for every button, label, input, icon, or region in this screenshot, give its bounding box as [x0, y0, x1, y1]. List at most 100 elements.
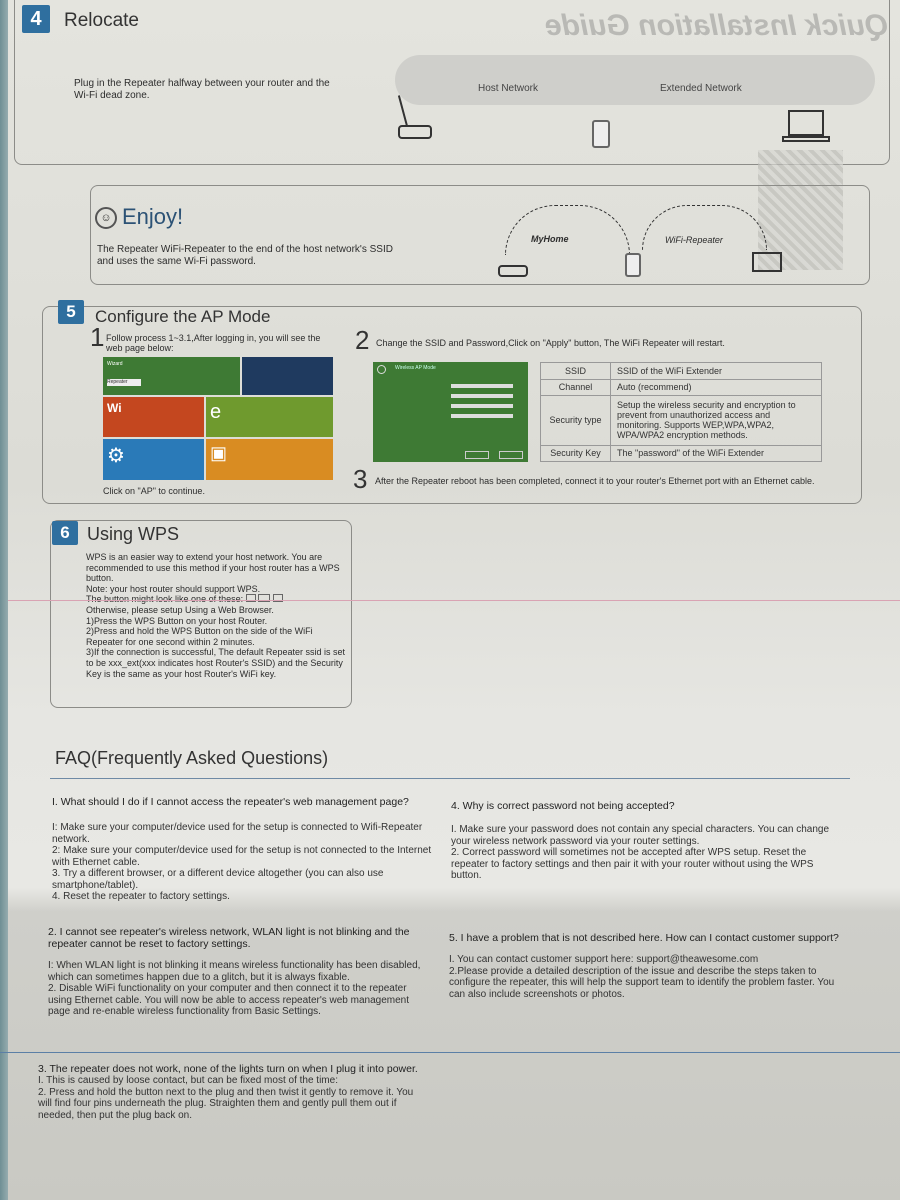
faq-answer: I. You can contact customer support here…: [449, 954, 759, 965]
faq-item: I. What should I do if I cannot access t…: [52, 796, 437, 903]
screen-title: Wireless AP Mode: [395, 365, 436, 371]
faq-divider: [0, 1052, 900, 1053]
router-icon: [498, 265, 528, 277]
wps-button-icon: [245, 594, 256, 603]
wps-line: 1)Press the WPS Button on your host Rout…: [86, 615, 268, 626]
step1-text: Follow process 1~3.1,After logging in, y…: [106, 333, 321, 353]
faq-item: 3. The repeater does not work, none of t…: [38, 1063, 428, 1121]
apply-button[interactable]: [465, 451, 489, 459]
table-cell: Auto (recommend): [610, 378, 822, 396]
faq-answer: 2. Disable WiFi functionality on your co…: [48, 983, 410, 1017]
fold-crease: [8, 600, 900, 601]
step-number: 3: [353, 464, 368, 494]
step-number: 2: [355, 325, 370, 355]
extended-network-label: Extended Network: [660, 83, 742, 94]
faq-answer: 4. Reset the repeater to factory setting…: [52, 891, 230, 902]
wps-line: Note: your host router should support WP…: [86, 583, 261, 594]
laptop-icon: [752, 252, 782, 272]
section-title: Using WPS: [87, 524, 180, 544]
wps-line: 2)Press and hold the WPS Button on the s…: [86, 626, 313, 647]
repeater-icon: [625, 253, 641, 277]
table-cell: Security type: [540, 395, 611, 446]
faq-answer: I: When WLAN light is not blinking it me…: [48, 960, 421, 983]
channel-select[interactable]: [451, 394, 513, 398]
faq-item: 4. Why is correct password not being acc…: [451, 800, 846, 882]
table-cell: Security Key: [540, 444, 611, 462]
faq-answer: I: Make sure your computer/device used f…: [52, 822, 423, 845]
ssid-input[interactable]: [451, 384, 513, 388]
faq-answer: 3. Try a different browser, or a differe…: [52, 868, 384, 891]
show-through-title: Quick Installation Guide: [544, 9, 888, 42]
table-cell: Setup the wireless security and encrypti…: [610, 395, 822, 446]
back-icon[interactable]: [377, 365, 386, 374]
laptop-base: [782, 136, 830, 142]
faq-question: 4. Why is correct password not being acc…: [451, 800, 675, 812]
enjoy-section: [90, 185, 870, 285]
faq-answer: 2. Press and hold the button next to the…: [38, 1086, 414, 1121]
network-cloud: [395, 55, 875, 105]
faq-question: I. What should I do if I cannot access t…: [52, 796, 409, 808]
wps-line: 3)If the connection is successful, The d…: [86, 647, 345, 679]
relocate-text: Plug in the Repeater halfway between you…: [74, 78, 330, 101]
wps-section: [50, 520, 352, 708]
background-fabric: [0, 0, 10, 1200]
enjoy-text: The Repeater WiFi-Repeater to the end of…: [97, 244, 393, 267]
faq-item: 2. I cannot see repeater's wireless netw…: [48, 926, 428, 1018]
network-tile[interactable]: e: [206, 397, 333, 437]
ap-mode-section: [42, 306, 862, 504]
wps-line: Otherwise, please setup Using a Web Brow…: [86, 604, 274, 615]
faq-answer: I. This is caused by loose contact, but …: [38, 1075, 338, 1086]
router-icon: [398, 125, 432, 139]
relocate-section: [14, 0, 890, 165]
management-tile[interactable]: ⚙: [103, 439, 204, 480]
faq-answer: I. Make sure your password does not cont…: [451, 824, 830, 847]
faq-question: 3. The repeater does not work, none of t…: [38, 1063, 418, 1075]
faq-title: FAQ(Frequently Asked Questions): [55, 748, 329, 768]
table-cell: SSID of the WiFi Extender: [610, 362, 822, 380]
repeater-option[interactable]: Repeater: [107, 379, 141, 386]
wps-button-icon: [258, 594, 271, 603]
qr-code-show-through: [758, 150, 843, 270]
wireless-tile[interactable]: Wi: [103, 397, 204, 437]
more-tile[interactable]: ▣: [206, 439, 333, 480]
faq-divider: [50, 778, 850, 779]
wizard-label: Wizard: [107, 361, 123, 367]
faq-question: 2. I cannot see repeater's wireless netw…: [48, 926, 410, 950]
laptop-icon: [788, 110, 824, 136]
wps-line: WPS is an easier way to extend your host…: [86, 552, 340, 584]
faq-answer: 2. Correct password will sometimes not b…: [451, 847, 814, 881]
wps-instructions: WPS is an easier way to extend your host…: [86, 552, 348, 679]
myhome-label: MyHome: [531, 234, 569, 244]
section-title: Relocate: [64, 10, 139, 31]
ap-mode-screen: Wireless AP Mode: [373, 362, 528, 462]
smiley-icon: ☺: [95, 207, 117, 229]
repeater-icon: [592, 120, 610, 148]
enjoy-title: Enjoy!: [122, 204, 184, 229]
faq-answer: 2: Make sure your computer/device used f…: [52, 845, 432, 868]
table-cell: The "password" of the WiFi Extender: [610, 444, 822, 462]
faq-item: 5. I have a problem that is not describe…: [449, 932, 849, 1000]
wps-button-icon: [272, 594, 283, 603]
wifi-repeater-label: WiFi-Repeater: [665, 235, 723, 245]
table-cell: Channel: [540, 378, 611, 396]
step2-text: Change the SSID and Password,Click on "A…: [376, 338, 725, 348]
section-number-badge: 5: [58, 300, 84, 324]
security-key-input[interactable]: [451, 414, 513, 418]
section-number-badge: 4: [22, 5, 50, 33]
status-tile: [242, 357, 333, 395]
security-type-select[interactable]: [451, 404, 513, 408]
cancel-button[interactable]: [499, 451, 523, 459]
faq-question: 5. I have a problem that is not describe…: [449, 932, 839, 944]
section-title: Configure the AP Mode: [95, 307, 271, 326]
section-number-badge: 6: [52, 521, 78, 545]
host-network-label: Host Network: [478, 83, 539, 94]
